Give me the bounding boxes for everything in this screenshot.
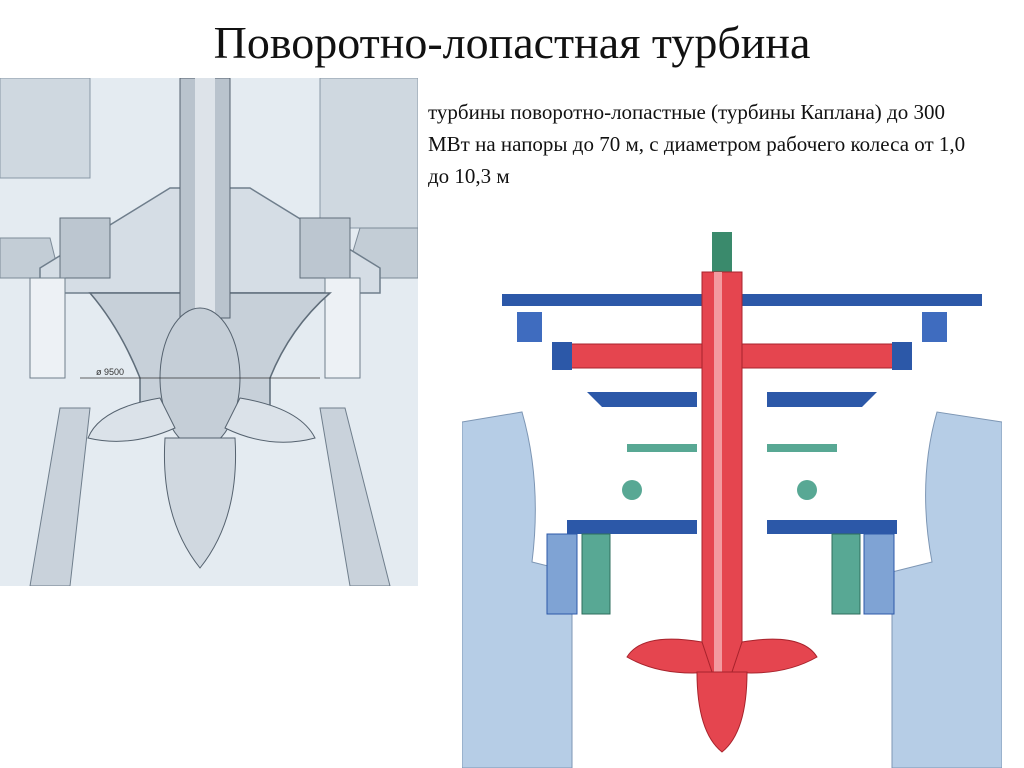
head-cover-right (767, 520, 897, 534)
stay-vane-left (29, 277, 66, 379)
servomotor-right (797, 480, 817, 500)
runner-blade-red-left (626, 638, 713, 674)
stay-vane-right (324, 277, 361, 379)
runner-cone-red (696, 671, 748, 753)
slide-title: Поворотно-лопастная турбина (213, 17, 811, 68)
lower-bracket-right (767, 392, 877, 407)
runner-blade-right (224, 397, 316, 443)
head-cover-left (567, 520, 697, 534)
kaplan-turbine-cross-section: ø 9500 (0, 78, 418, 586)
runner-blade-red-right (731, 638, 818, 674)
lower-bracket-left (587, 392, 697, 407)
hub-cone (163, 437, 237, 569)
wicket-gate-right (831, 533, 861, 615)
wicket-gate-left (581, 533, 611, 615)
runner-blade-left (87, 397, 176, 442)
servomotor-left (622, 480, 642, 500)
concrete-right (891, 411, 1002, 768)
exciter (712, 232, 732, 272)
diameter-label: ø 9500 (96, 367, 124, 377)
turbine-unit-schematic (462, 232, 1002, 768)
turbine-description: турбины поворотно-лопастные (турбины Кап… (428, 100, 966, 188)
